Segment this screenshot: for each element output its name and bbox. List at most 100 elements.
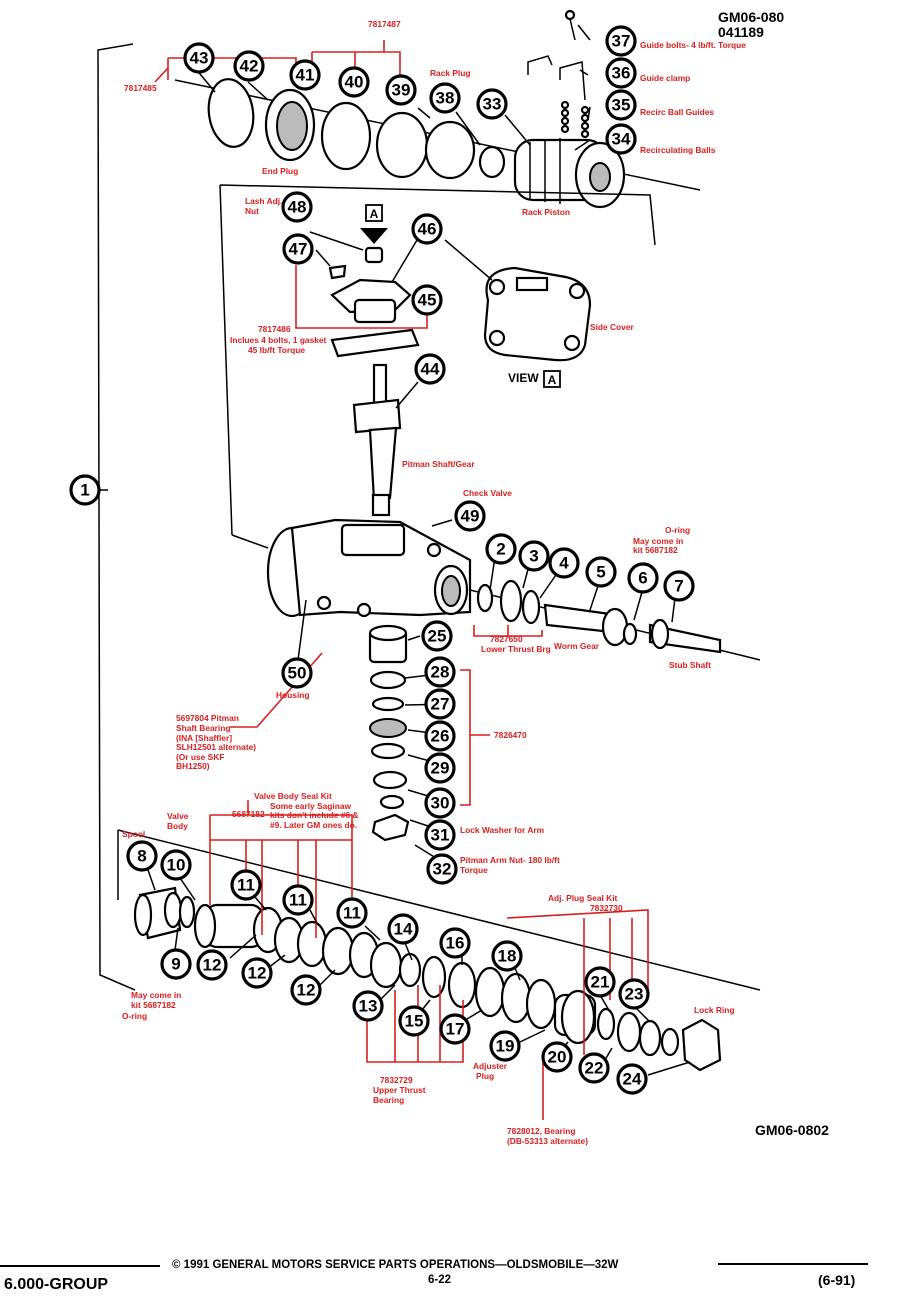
callout-18: 18 — [491, 940, 523, 972]
callout-44: 44 — [414, 353, 446, 385]
header-code: GM06-080 — [718, 9, 784, 25]
label-check-valve: Check Valve — [463, 488, 512, 498]
svg-text:21: 21 — [591, 973, 610, 992]
svg-text:12: 12 — [203, 956, 222, 975]
label-pitman-nut-1: Pitman Arm Nut- 180 lb/ft — [460, 855, 560, 865]
label-bearing-7828012-1: 7828012, Bearing — [507, 1126, 575, 1136]
svg-text:25: 25 — [428, 627, 447, 646]
callout-22: 22 — [578, 1052, 610, 1084]
svg-text:18: 18 — [498, 947, 517, 966]
pitman-bearing-stack — [368, 624, 410, 842]
label-vb-seal-4: #9. Later GM ones do. — [270, 820, 357, 830]
label-rack-plug: Rack Plug — [430, 68, 471, 78]
svg-text:26: 26 — [431, 727, 450, 746]
red-labels: 7817487 7817485 End Plug Rack Plug Rack … — [122, 19, 746, 1146]
callout-5: 5 — [585, 556, 617, 588]
svg-text:19: 19 — [496, 1037, 515, 1056]
svg-text:47: 47 — [289, 240, 308, 259]
footer-page: 6-22 — [428, 1274, 451, 1286]
svg-text:38: 38 — [436, 89, 455, 108]
view-label-letter: A — [548, 373, 557, 387]
label-upper-thrust-2: Bearing — [373, 1095, 404, 1105]
label-lash-adj-2: Nut — [245, 206, 259, 216]
label-oring-bottom-3: O-ring — [122, 1011, 147, 1021]
callout-48: 48 — [281, 191, 313, 223]
callout-41: 41 — [289, 59, 321, 91]
label-rack-piston: Rack Piston — [522, 207, 570, 217]
callout-35: 35 — [605, 89, 637, 121]
callout-11c: 11 — [336, 897, 368, 929]
label-bearing-7828012-2: (DB-53313 alternate) — [507, 1136, 588, 1146]
view-marker-letter: A — [370, 207, 379, 221]
callout-11b: 11 — [282, 884, 314, 916]
svg-text:24: 24 — [623, 1070, 642, 1089]
label-guide-bolts: Guide bolts- 4 lb/ft. Torque — [640, 40, 746, 50]
svg-text:5: 5 — [596, 563, 605, 582]
label-kit-7817485: 7817485 — [124, 83, 157, 93]
callout-28: 28 — [424, 656, 456, 688]
label-oring-top-3: kit 5687182 — [633, 545, 678, 555]
callout-38: 38 — [429, 82, 461, 114]
side-cover-drawing — [483, 266, 592, 362]
svg-text:46: 46 — [418, 220, 437, 239]
label-pitman-bearing-3: (INA [Shaffler] — [176, 733, 232, 743]
svg-text:31: 31 — [431, 826, 450, 845]
label-kit-7817487: 7817487 — [368, 19, 401, 29]
label-adj-plug-seal-1: Adj. Plug Seal Kit — [548, 893, 618, 903]
label-vb-seal-1: Valve Body Seal Kit — [254, 791, 332, 801]
callout-25: 25 — [421, 620, 453, 652]
svg-text:32: 32 — [433, 860, 452, 879]
callout-6: 6 — [627, 562, 659, 594]
callout-4: 4 — [548, 547, 580, 579]
label-guide-clamp: Guide clamp — [640, 73, 690, 83]
svg-text:20: 20 — [548, 1048, 567, 1067]
svg-text:10: 10 — [167, 856, 186, 875]
svg-text:30: 30 — [431, 794, 450, 813]
svg-text:11: 11 — [237, 876, 255, 895]
svg-text:17: 17 — [446, 1020, 465, 1039]
label-adjuster-plug-1: Adjuster — [473, 1061, 508, 1071]
svg-text:2: 2 — [496, 540, 505, 559]
pitman-shaft-drawing — [352, 363, 402, 517]
valve-body-row — [133, 886, 722, 1072]
label-kit-7827650: 7827650 — [490, 634, 523, 644]
svg-text:35: 35 — [612, 96, 631, 115]
svg-text:15: 15 — [405, 1012, 424, 1031]
callout-20: 20 — [541, 1041, 573, 1073]
svg-text:42: 42 — [240, 57, 259, 76]
callout-13: 13 — [352, 990, 384, 1022]
svg-text:44: 44 — [421, 360, 440, 379]
callout-17: 17 — [439, 1013, 471, 1045]
svg-text:8: 8 — [137, 847, 146, 866]
svg-text:4: 4 — [559, 554, 569, 573]
callout-34: 34 — [605, 123, 637, 155]
svg-text:11: 11 — [289, 891, 307, 910]
svg-text:11: 11 — [343, 904, 361, 923]
label-side-cover-kit-1: Inclues 4 bolts, 1 gasket — [230, 335, 327, 345]
label-oring-top-1: O-ring — [665, 525, 690, 535]
callout-29: 29 — [424, 752, 456, 784]
callout-36: 36 — [605, 57, 637, 89]
svg-text:12: 12 — [297, 981, 316, 1000]
callout-39: 39 — [385, 74, 417, 106]
callout-30: 30 — [424, 787, 456, 819]
callout-27: 27 — [424, 688, 456, 720]
svg-text:27: 27 — [431, 695, 450, 714]
label-adjuster-plug-2: Plug — [476, 1071, 494, 1081]
svg-text:29: 29 — [431, 759, 450, 778]
section-outline — [219, 184, 656, 536]
callout-10: 10 — [160, 849, 192, 881]
label-side-cover-kit-2: 45 lb/ft Torque — [248, 345, 305, 355]
callout-7: 7 — [663, 570, 695, 602]
callout-3: 3 — [518, 540, 550, 572]
callout-37: 37 — [605, 25, 637, 57]
callout-31: 31 — [424, 819, 456, 851]
label-pitman-shaft-gear: Pitman Shaft/Gear — [402, 459, 475, 469]
label-oring-top-2: May come in — [633, 536, 683, 546]
svg-text:13: 13 — [359, 997, 378, 1016]
label-housing: Housing — [276, 690, 310, 700]
assembly-bracket — [97, 43, 136, 991]
svg-text:16: 16 — [446, 934, 465, 953]
label-pitman-bearing-6: BH1250) — [176, 761, 210, 771]
